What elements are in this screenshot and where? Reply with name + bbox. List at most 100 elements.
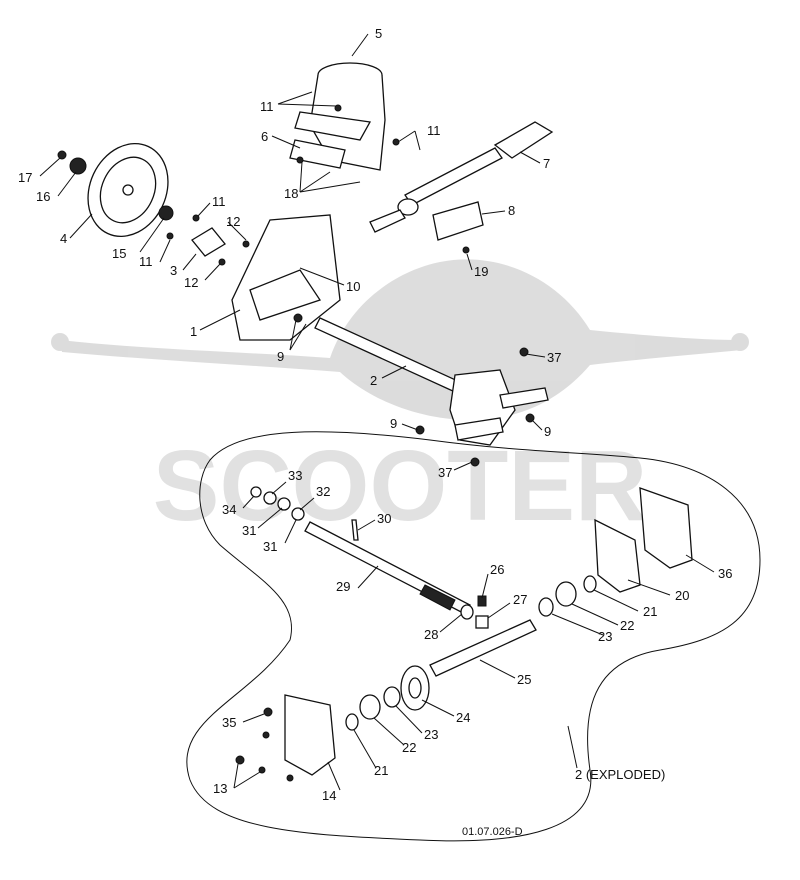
bolt-part-37a [519, 347, 529, 357]
bolt-part-18d [258, 766, 266, 774]
callout-35: 35 [222, 715, 236, 730]
gasket-part-20 [594, 518, 641, 593]
callout-34: 34 [222, 502, 236, 517]
nut-part-11c [392, 138, 400, 146]
callout-37-lower: 37 [438, 465, 452, 480]
key-part-30 [351, 519, 359, 541]
pin-part-17 [462, 246, 470, 254]
bolt-part-18c [286, 774, 294, 782]
callout-labels: 5 11 6 11 7 8 17 16 4 15 11 3 11 12 12 1… [18, 26, 732, 838]
seal-part-21a [345, 713, 359, 731]
callout-22-upper: 22 [620, 618, 634, 633]
callout-19: 14 [322, 788, 336, 803]
callout-8: 8 [508, 203, 515, 218]
callout-2: 2 [370, 373, 377, 388]
callout-9-right: 9 [544, 424, 551, 439]
callout-1: 1 [190, 324, 197, 339]
gear-housing-part-19 [284, 694, 336, 776]
callout-4: 4 [60, 231, 67, 246]
callout-25: 25 [517, 672, 531, 687]
callout-21-lower: 21 [374, 763, 388, 778]
bushing-part-22b [555, 581, 577, 607]
callout-22-lower: 22 [402, 740, 416, 755]
callout-3: 3 [170, 263, 177, 278]
callout-13: 15 [112, 246, 126, 261]
leader-lines [39, 33, 715, 791]
plate-part-6 [289, 139, 346, 169]
nut-part-15 [57, 150, 67, 160]
seal-part-21b [583, 575, 597, 593]
callout-23-lower: 23 [424, 727, 438, 742]
bearing-part-14 [69, 157, 87, 175]
washer-part-31a [277, 497, 291, 511]
callout-16: 18 [284, 186, 298, 201]
callout-17: 19 [474, 264, 488, 279]
bolt-part-37b [470, 457, 480, 467]
bearing-part-13 [158, 205, 174, 221]
bearing-part-33 [263, 491, 277, 505]
shaft-part-25 [429, 619, 537, 677]
bracket-part-8 [432, 201, 484, 241]
callout-31-upper: 31 [242, 523, 256, 538]
gear-part-24 [400, 665, 430, 711]
callout-11-chute: 11 [260, 99, 274, 114]
housing-part-1 [231, 214, 341, 341]
callout-33: 33 [288, 468, 302, 483]
callout-11-left-upper: 11 [212, 194, 226, 209]
callout-6: 6 [261, 129, 268, 144]
watermark: SCOOTER [51, 259, 749, 542]
bolt-part-18b [262, 731, 270, 739]
watermark-text: SCOOTER [153, 430, 647, 542]
washer-part-28 [460, 604, 474, 620]
callout-9-middle: 9 [390, 416, 397, 431]
callout-9-left: 9 [277, 349, 284, 364]
callout-11-left-lower: 11 [139, 254, 153, 269]
callout-36: 36 [718, 566, 732, 581]
bolt-part-16 [296, 156, 304, 164]
callout-30: 30 [377, 511, 391, 526]
bolt-part-12b [218, 258, 226, 266]
screw-part-9a [415, 425, 425, 435]
callout-15: 17 [18, 170, 32, 185]
callout-20: 20 [675, 588, 689, 603]
bolt-part-18 [235, 755, 245, 765]
exploded-label: 2 (EXPLODED) [575, 767, 665, 782]
callout-12-lower: 12 [184, 275, 198, 290]
shaft-part-7 [369, 121, 554, 233]
flange-part-3 [191, 227, 226, 257]
bolt-part-12a [242, 240, 250, 248]
callout-24: 24 [456, 710, 470, 725]
watermark-right-knob [731, 333, 749, 351]
callout-7: 7 [543, 156, 550, 171]
washer-part-34 [250, 486, 262, 498]
callout-26: 26 [490, 562, 504, 577]
callout-27: 27 [513, 592, 527, 607]
callout-12-upper: 12 [226, 214, 240, 229]
callout-29: 29 [336, 579, 350, 594]
callout-11-right: 11 [427, 123, 441, 138]
callout-18: 13 [213, 781, 227, 796]
callout-23-upper: 23 [598, 629, 612, 644]
cover-part-36 [639, 487, 693, 569]
bushing-part-22a [359, 694, 381, 720]
washer-part-23b [538, 597, 554, 617]
pulley-part-4 [87, 142, 169, 238]
nut-part-11d [334, 104, 342, 112]
callout-5: 5 [375, 26, 382, 41]
callout-28: 28 [424, 627, 438, 642]
callout-14: 16 [36, 189, 50, 204]
washer-part-32 [291, 507, 305, 521]
watermark-scooter-silhouette [60, 259, 742, 420]
auger-shaft-part-2 [314, 317, 549, 446]
callout-21-upper: 21 [643, 604, 657, 619]
nut-part-11a [192, 214, 200, 222]
exploded-view-boundary [186, 431, 761, 842]
bolt-part-35 [263, 707, 273, 717]
callout-37-upper: 37 [547, 350, 561, 365]
drawing-number: 01.07.026-D [462, 826, 523, 838]
callout-31-lower: 31 [263, 539, 277, 554]
nut-part-11b [166, 232, 174, 240]
callout-32: 32 [316, 484, 330, 499]
washer-part-23a [383, 686, 401, 708]
